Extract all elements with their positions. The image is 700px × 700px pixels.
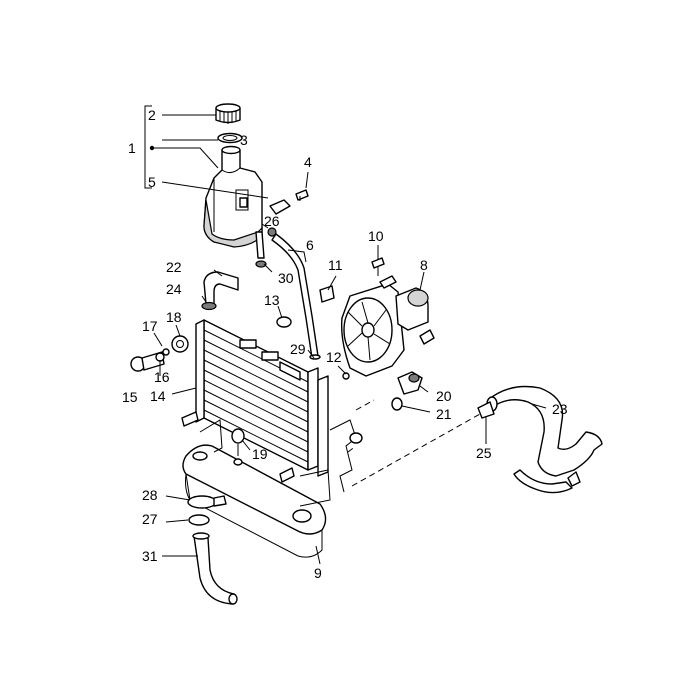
callout-16: 16 <box>154 369 170 385</box>
callout-1: 1 <box>128 140 136 156</box>
callout-2: 2 <box>148 107 156 123</box>
expansion-tank-group <box>144 103 309 248</box>
ground-dashed-line-2 <box>347 399 375 453</box>
callout-3: 3 <box>240 132 248 148</box>
callout-9: 9 <box>314 565 322 581</box>
mount-spacer <box>162 348 170 356</box>
callout-19: 19 <box>252 446 268 462</box>
callout-24: 24 <box>166 281 182 297</box>
cooling-fan <box>340 275 435 377</box>
hose-clamp-lower <box>188 514 210 526</box>
expansion-tank <box>203 145 263 248</box>
fan-washer <box>342 372 350 380</box>
radiator-fasteners <box>181 316 363 483</box>
callout-25: 25 <box>476 445 492 461</box>
lower-hose-left <box>192 532 238 605</box>
callout-12: 12 <box>326 349 342 365</box>
callout-22: 22 <box>166 259 182 275</box>
leader-lines <box>152 114 547 565</box>
callout-23: 23 <box>552 401 568 417</box>
callout-4: 4 <box>304 154 312 170</box>
hose-clamp-right <box>477 401 495 419</box>
upper-radiator-hose <box>201 271 239 311</box>
callout-26: 26 <box>264 213 280 229</box>
fan-bolt <box>371 257 385 276</box>
callout-29: 29 <box>290 341 306 357</box>
callout-15: 15 <box>122 389 138 405</box>
tank-mount-clip <box>269 199 291 215</box>
mount-bolt <box>130 351 165 372</box>
breather-hose <box>271 233 321 360</box>
callout-14: 14 <box>150 388 166 404</box>
ground-dashed-line <box>351 413 481 487</box>
mount-washer <box>155 352 165 362</box>
lower-hose-right <box>486 385 603 494</box>
callout-labels: 1 2 3 4 5 6 8 9 10 11 12 13 14 15 16 17 … <box>122 107 568 581</box>
callout-31: 31 <box>142 548 158 564</box>
callout-6: 6 <box>306 237 314 253</box>
callout-28: 28 <box>142 487 158 503</box>
callout-11: 11 <box>328 257 343 273</box>
overflow-hose <box>255 231 267 268</box>
mount-plate <box>199 419 357 507</box>
cap-seal <box>217 132 243 144</box>
callout-20: 20 <box>436 388 452 404</box>
callout-18: 18 <box>166 309 182 325</box>
callout-17: 17 <box>142 318 158 334</box>
switch-o-ring <box>391 397 403 411</box>
fan-clip <box>319 285 335 303</box>
callout-30: 30 <box>278 270 294 286</box>
callout-10: 10 <box>368 228 384 244</box>
callout-5: 5 <box>148 174 156 190</box>
callout-27: 27 <box>142 511 158 527</box>
callout-21: 21 <box>436 406 452 422</box>
tank-screw <box>295 189 309 201</box>
rubber-grommet <box>171 335 189 353</box>
thermo-switch <box>397 371 423 395</box>
callout-8: 8 <box>420 257 428 273</box>
callout-13: 13 <box>264 292 280 308</box>
group-bracket <box>144 105 152 189</box>
lower-coolant-duct <box>182 444 327 558</box>
tank-outlet-nozzle <box>267 227 277 237</box>
tank-cap <box>215 103 241 124</box>
radiator <box>195 319 329 477</box>
hose-clamp-upper <box>187 495 227 509</box>
